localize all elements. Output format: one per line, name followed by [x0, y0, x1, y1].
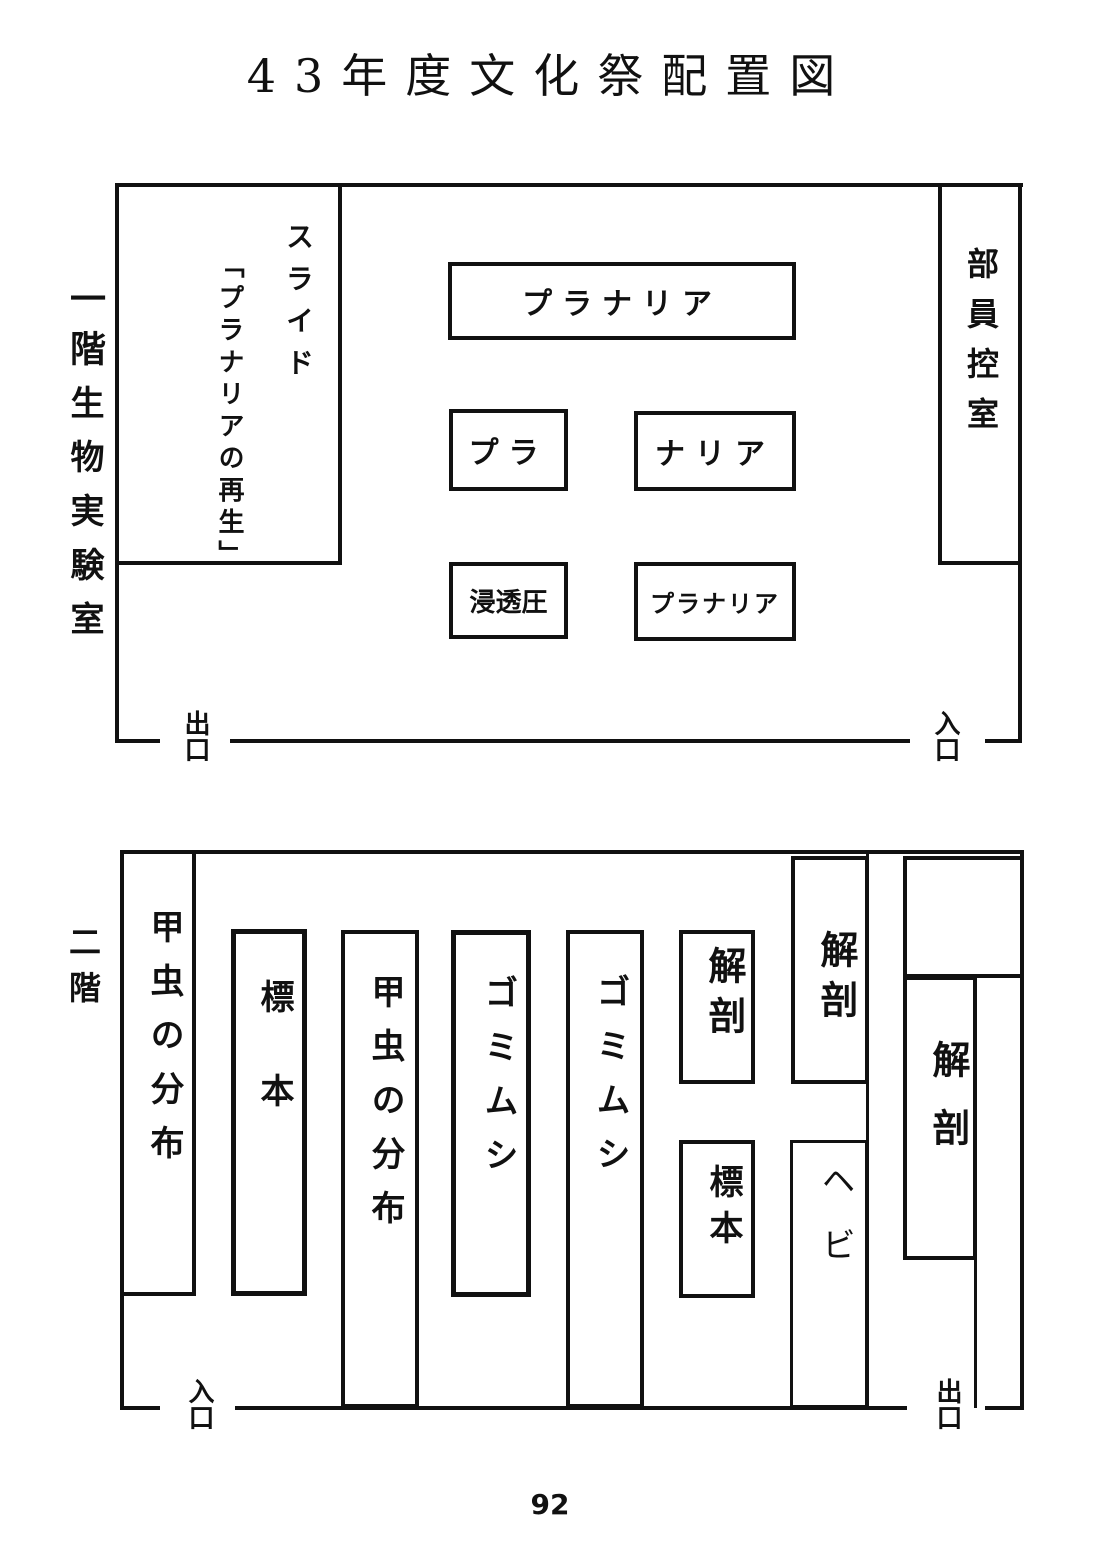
- page-title: 43年度文化祭配置図: [246, 49, 854, 103]
- exhibit-label: 標本: [254, 979, 294, 1167]
- wall: [1020, 850, 1024, 1410]
- exhibit-table: プラナリア: [634, 562, 796, 641]
- exhibit-label: ゴミムシ: [590, 974, 630, 1190]
- wall: [230, 739, 910, 743]
- wall: [235, 1406, 907, 1410]
- exhibit-table: ゴミムシ: [566, 930, 644, 1408]
- slide-title: スライド: [282, 222, 315, 390]
- wall: [115, 183, 1023, 187]
- exhibit-table: ゴミムシ: [451, 930, 531, 1297]
- exhibit-table: 標本: [679, 1140, 755, 1298]
- exhibit-label: 甲虫の分布: [144, 909, 184, 1179]
- storage-area: [903, 856, 1024, 978]
- exhibit-table: 解剖: [679, 930, 755, 1084]
- wall: [115, 739, 160, 743]
- floor2-label: 二階: [64, 925, 102, 1017]
- exhibit-table: 浸透圧: [449, 562, 568, 639]
- page-number: 92: [530, 1488, 570, 1521]
- floor1-room-label: 生物実験室: [64, 385, 104, 655]
- staff-room-label: 部員控室: [962, 247, 1000, 447]
- wall: [985, 739, 1022, 743]
- wall: [120, 850, 1024, 854]
- exhibit-table: 甲虫の分布: [341, 930, 419, 1408]
- staff-room: 部員控室: [938, 183, 1022, 565]
- exhibit-table: 甲虫の分布: [120, 850, 196, 1296]
- exhibit-table: 標本: [231, 929, 307, 1296]
- wall: [120, 1406, 160, 1410]
- exit-label: 出口: [932, 1378, 962, 1430]
- exhibit-table: プラ: [449, 409, 568, 491]
- exhibit-table: 解剖: [791, 856, 869, 1084]
- exhibit-label: 標本: [703, 1164, 743, 1256]
- exhibit-table: プラナリア: [448, 262, 796, 340]
- floor1-label: 一階: [64, 280, 105, 380]
- exhibit-label: 解剖: [926, 1040, 970, 1176]
- exit-label: 出口: [180, 710, 210, 762]
- slide-area: スライド 「プラナリアの再生」: [115, 183, 342, 572]
- entrance-label: 入口: [184, 1378, 214, 1430]
- exhibit-label: 解剖: [814, 930, 858, 1030]
- slide-subject: 「プラナリアの再生」: [214, 252, 244, 572]
- exhibit-label: 甲虫の分布: [365, 974, 405, 1244]
- exhibit-label: ゴミムシ: [478, 975, 518, 1191]
- exhibit-table: ナリア: [634, 411, 796, 491]
- wall: [985, 1406, 1024, 1410]
- exhibit-table: 解剖: [903, 976, 977, 1260]
- entrance-label: 入口: [930, 710, 960, 762]
- exhibit-label: 解剖: [702, 946, 746, 1046]
- wall: [866, 850, 869, 1408]
- exhibit-table: ヘビ: [790, 1140, 868, 1408]
- exhibit-label: ヘビ: [815, 1163, 855, 1291]
